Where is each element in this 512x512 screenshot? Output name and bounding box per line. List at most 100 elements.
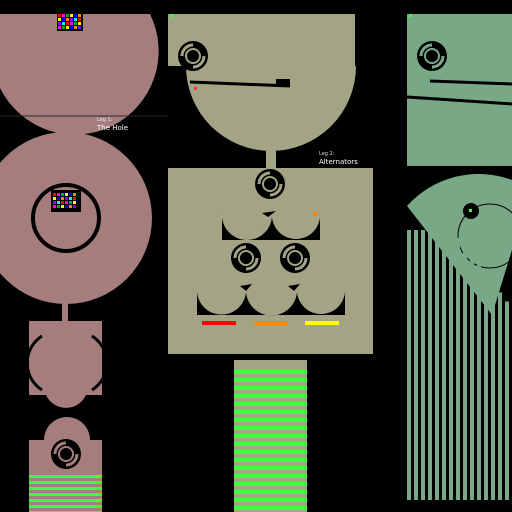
comb-tooth [505,301,509,500]
comb-tooth [484,274,488,500]
comb-tooth [442,230,446,500]
marble-icon [61,201,64,204]
leg2-course [168,14,373,512]
marble-icon [58,26,61,29]
marble-icon [57,205,60,208]
comb-tooth [498,292,502,500]
marble-icon [58,18,61,21]
leg2-marble [194,87,197,90]
marble-icon [70,26,73,29]
comb-tooth [463,246,467,500]
leg1-center-marbles [51,190,81,212]
marble-icon [69,193,72,196]
marble-icon [66,14,69,17]
finish-stripe [234,426,307,430]
leg1-hourglass-arc-right [91,334,109,392]
spinner-wheel-icon [253,167,287,201]
finish-stripe [234,410,307,414]
leg2-finish-stripes [234,370,307,510]
leg1-top-bowl [0,14,159,135]
finish-stripe [234,466,307,470]
finish-stripe [29,499,102,502]
comb-tooth [421,230,425,500]
finish-stripe [234,490,307,494]
marble-icon [65,193,68,196]
finish-stripe [234,458,307,462]
leg2-number-label: Leg 2: [319,151,335,157]
leg1-connector-pipe-2 [62,302,68,324]
comb-tooth [491,283,495,500]
spinner-wheel-icon [278,241,312,275]
leg3-ramp [429,79,512,86]
finish-stripe [234,434,307,438]
marble-icon [53,205,56,208]
yellow-gate-bar [305,321,339,325]
marble-icon [57,193,60,196]
green-start-light [409,14,412,17]
leg3-ramp-2 [406,95,512,106]
finish-stripe [234,450,307,454]
marble-icon [62,18,65,21]
leg1-funnel [29,395,102,440]
orange-gate-bar [254,321,288,325]
the-hole [31,183,101,253]
marble-icon [74,14,77,17]
leg1-number-label: Leg 1: [97,117,113,123]
marble-icon [70,22,73,25]
leg1-main-disc [0,132,152,304]
spinner-wheel-icon [176,39,210,73]
comb-tooth [435,230,439,500]
marble-icon [74,26,77,29]
finish-stripe [29,475,102,478]
comb-tooth [449,230,453,500]
marble-icon [65,201,68,204]
comb-tooth [477,265,481,500]
alternator-flipper-left [240,284,252,291]
marble-icon [73,205,76,208]
finish-stripe [234,394,307,398]
leg2-title: Alternators [319,158,358,166]
marble-icon [62,22,65,25]
marble-icon [69,197,72,200]
spinner-wheel-icon [229,241,263,275]
finish-light-icon [313,212,317,216]
finish-stripe [234,442,307,446]
comb-tooth [456,237,460,501]
marble-icon [58,14,61,17]
marble-icon [57,201,60,204]
comb-tooth [470,256,474,500]
leg2-top-right-notch [355,14,373,66]
marble-icon [61,193,64,196]
finish-stripe [29,481,102,484]
marble-icon [73,197,76,200]
marble-icon [62,26,65,29]
finish-stripe [234,474,307,478]
marble-icon [70,14,73,17]
marble-icon [73,201,76,204]
finish-stripe [234,506,307,510]
leg3-course [406,14,512,501]
marble-icon [74,18,77,21]
leg2-label: Leg 2: Alternators [319,152,358,166]
marble-icon [70,18,73,21]
finish-stripe [29,505,102,508]
marble-icon [66,26,69,29]
marble-icon [66,18,69,21]
marble-icon [74,22,77,25]
leg2-pipe [266,148,276,172]
marble-icon [62,14,65,17]
marble-icon [66,22,69,25]
green-start-light [170,14,173,17]
leg2-top-bowl [186,66,356,151]
marble-icon [65,205,68,208]
finish-stripe [234,482,307,486]
comb-tooth [414,230,418,500]
leg1-title: The Hole [97,124,129,132]
leg1-course [0,14,168,512]
leg2-ramp [189,80,291,88]
marble-icon [65,197,68,200]
finish-stripe [29,487,102,490]
spinner-wheel-icon [49,437,83,471]
finish-stripe [234,378,307,382]
leg2-top-left-cup [168,14,218,55]
